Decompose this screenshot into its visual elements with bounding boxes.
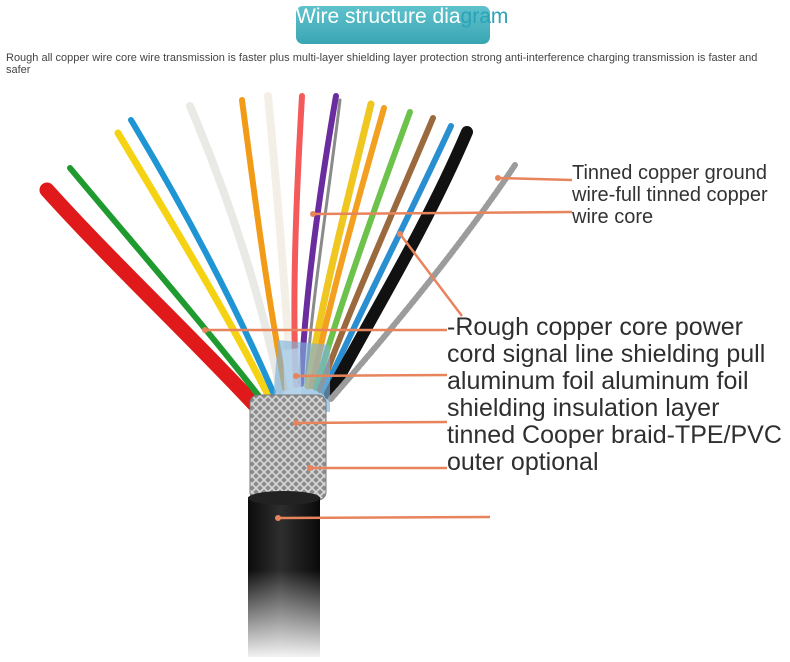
page-title-part2: gram xyxy=(460,5,509,28)
leader-dots xyxy=(202,175,501,521)
wire-blue-2 xyxy=(321,123,454,395)
wire-green xyxy=(67,165,265,403)
structure-callout: -Rough copper core power cord signal lin… xyxy=(447,313,782,476)
wire-black xyxy=(324,126,473,400)
leader-lines xyxy=(205,176,573,520)
wire-blue xyxy=(128,117,276,395)
wire-brown xyxy=(317,115,436,393)
title-banner xyxy=(296,6,490,44)
wire-red xyxy=(39,182,263,413)
page-title: Wire structure diagram xyxy=(296,5,540,29)
wire-light-green xyxy=(313,109,413,391)
wire-white xyxy=(186,102,284,394)
page-subtitle: Rough all copper wire core wire transmis… xyxy=(6,52,758,76)
wire-yellow xyxy=(114,129,272,399)
tinned-copper-braid xyxy=(249,394,327,501)
wire-tinned-ground xyxy=(327,162,518,403)
ground-wire-callout: Tinned copper ground wire-full tinned co… xyxy=(572,162,768,228)
page-title-part1: Wire structure dia xyxy=(296,5,461,28)
outer-jacket xyxy=(236,491,336,662)
